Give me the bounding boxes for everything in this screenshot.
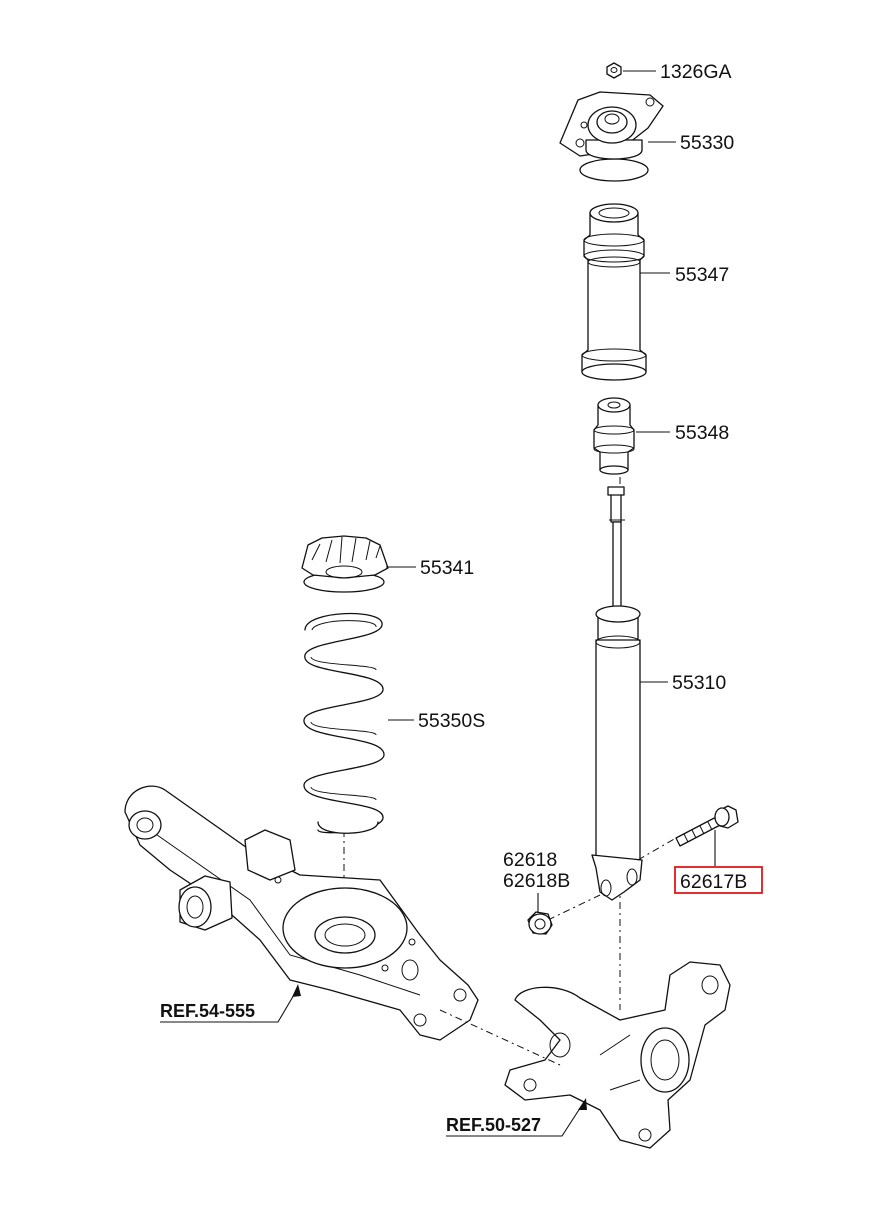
label-55348: 55348 xyxy=(675,422,729,444)
label-62617b: 62617B xyxy=(680,871,747,893)
label-1326ga: 1326GA xyxy=(660,61,732,83)
coil-spring-55350s: 55350S xyxy=(303,612,485,834)
spring-upper-seat-55341: 55341 xyxy=(301,535,474,593)
strut-mount-55330: 55330 xyxy=(559,91,734,182)
label-55350s: 55350S xyxy=(418,710,485,732)
nut-62618: 62618 62618B xyxy=(503,849,570,935)
label-55310: 55310 xyxy=(672,672,726,694)
dust-cover-55347: 55347 xyxy=(581,203,729,381)
label-62618b: 62618B xyxy=(503,870,570,892)
shock-absorber-55310: 55310 xyxy=(591,486,726,901)
ref-54-555-callout: REF.54-555 xyxy=(160,984,301,1023)
ref-label-54-555: REF.54-555 xyxy=(160,1001,255,1021)
ref-label-50-527: REF.50-527 xyxy=(446,1115,541,1135)
lower-control-arm xyxy=(124,785,479,1041)
bolt-62617b: 62617B xyxy=(674,805,763,894)
highlight-box-62617b xyxy=(674,866,763,894)
label-55330: 55330 xyxy=(680,132,734,154)
label-55347: 55347 xyxy=(675,264,729,286)
bump-stopper-55348: 55348 xyxy=(593,397,729,475)
label-55341: 55341 xyxy=(420,557,474,579)
ref-50-527-callout: REF.50-527 xyxy=(446,1098,587,1137)
nut-1326ga: 1326GA xyxy=(606,61,732,83)
rear-knuckle xyxy=(504,961,731,1149)
label-62618: 62618 xyxy=(503,849,557,871)
